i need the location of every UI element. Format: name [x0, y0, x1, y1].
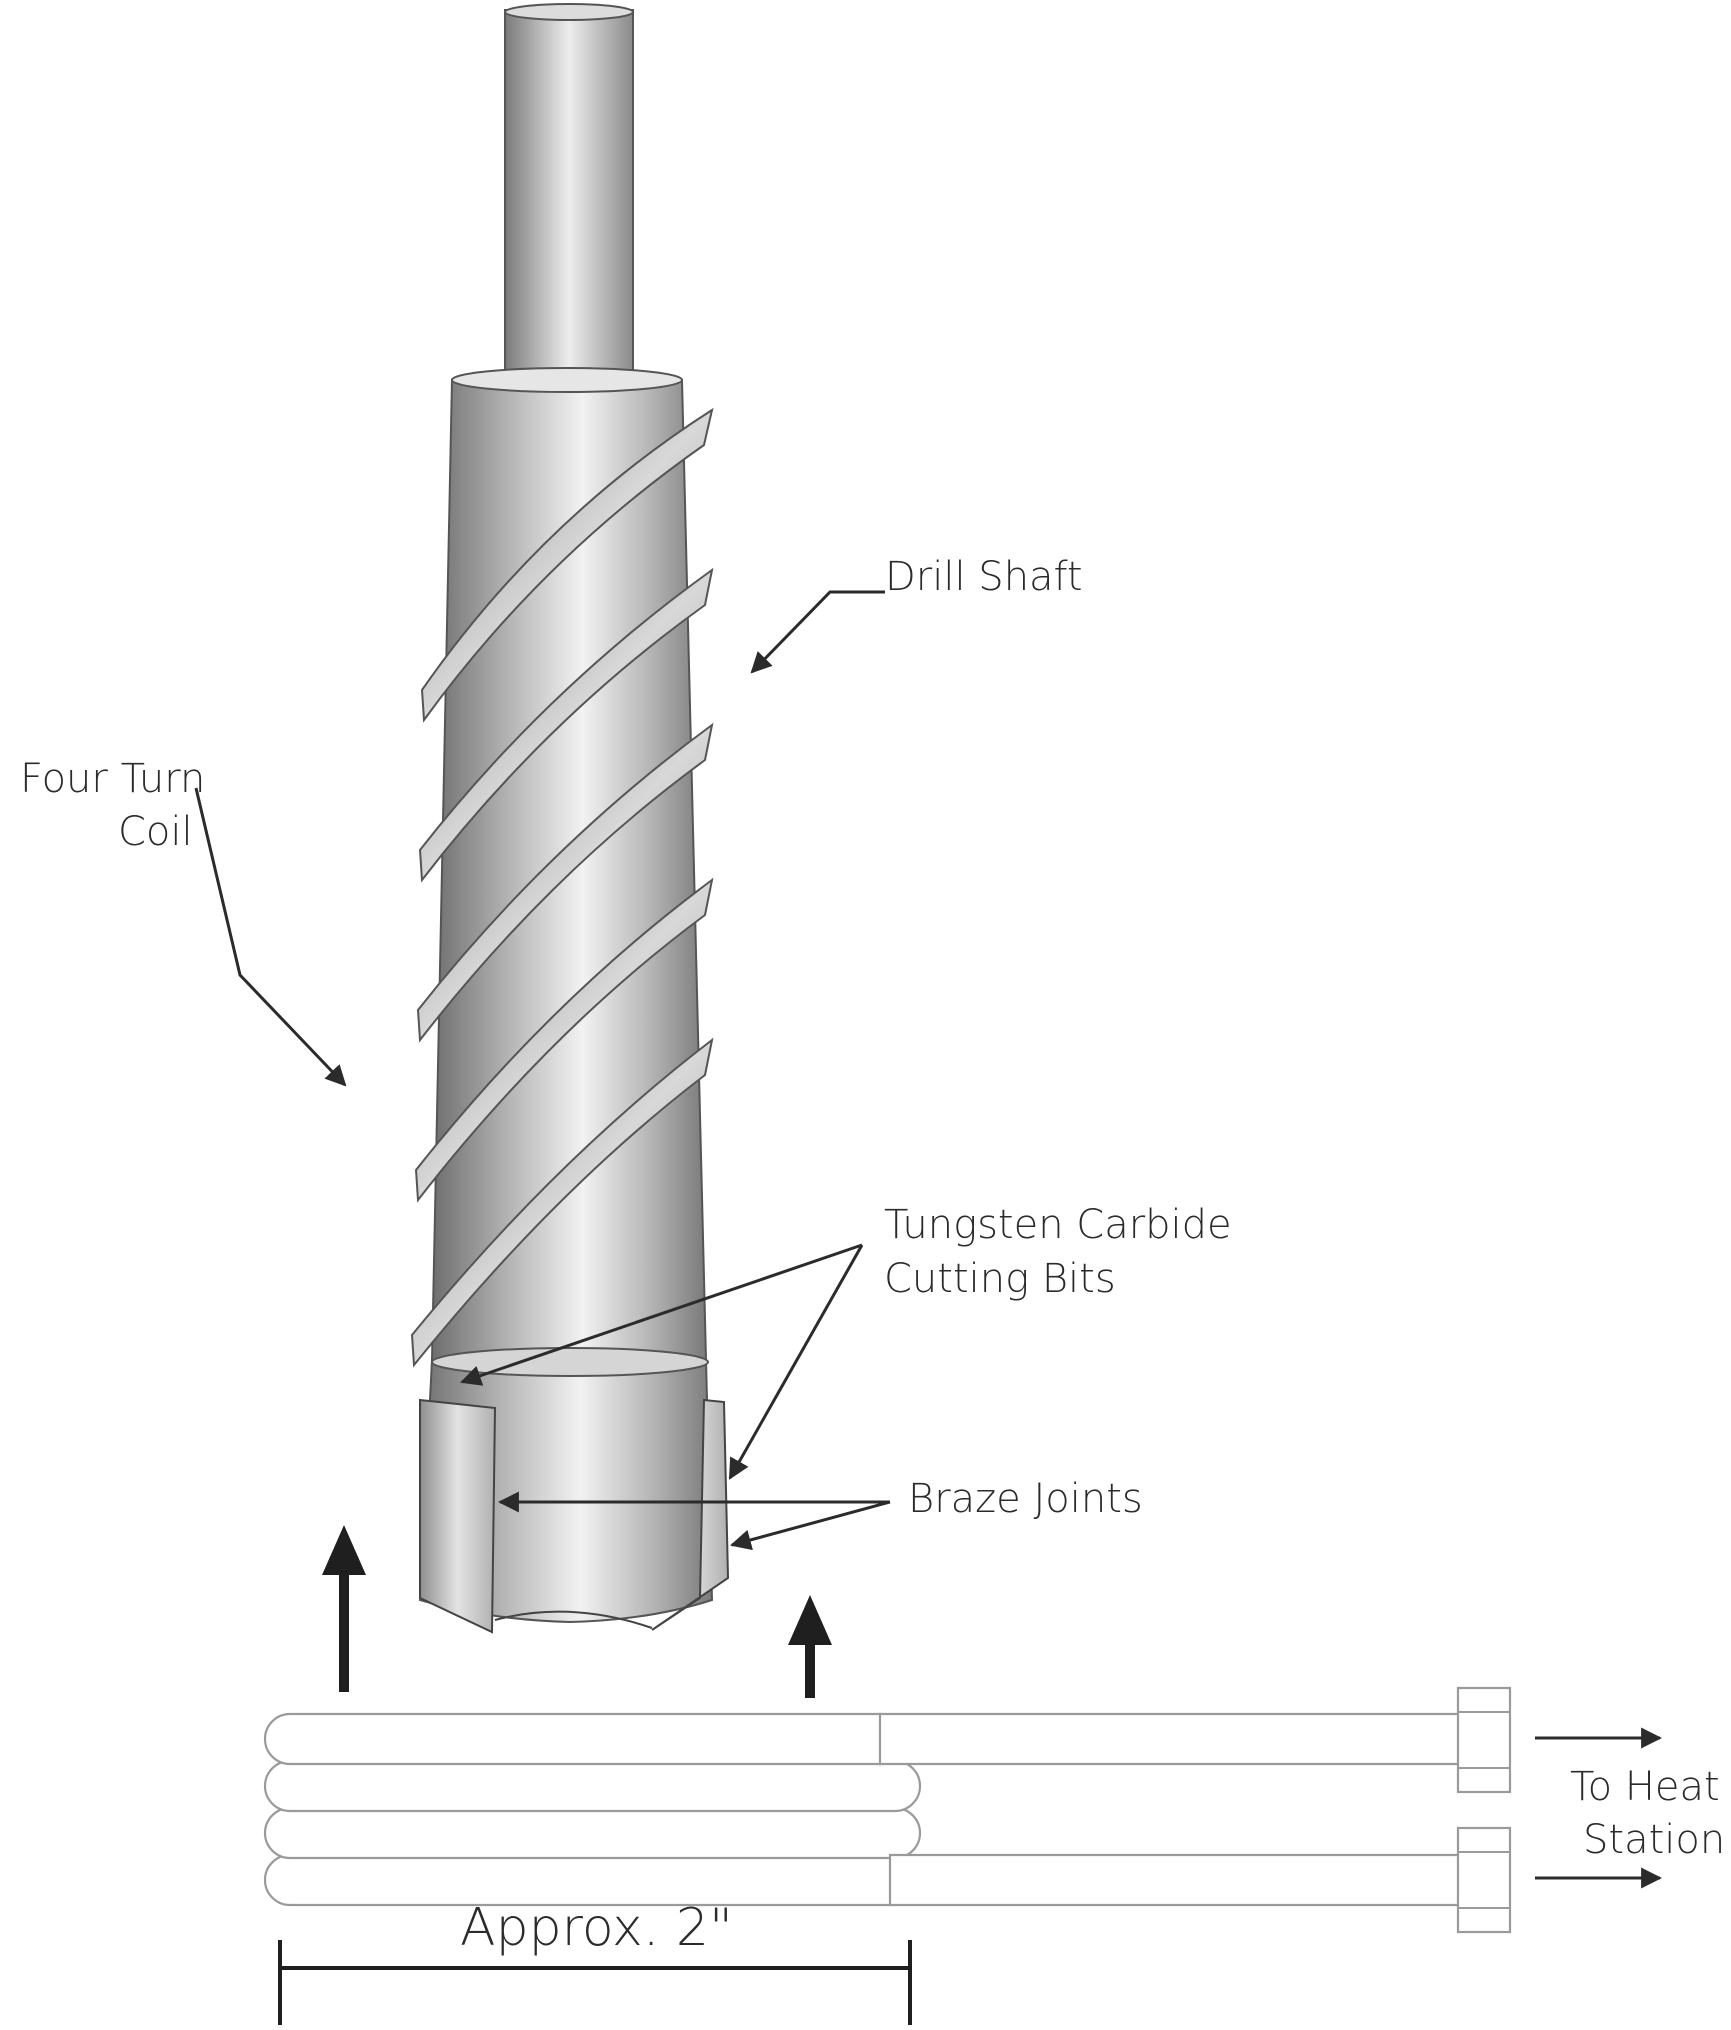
- flute-5: [410, 1037, 714, 1368]
- drill-head-notch: [494, 1610, 653, 1629]
- carbide-bit-right: [651, 1398, 730, 1631]
- carbide-leader-left: [460, 1243, 863, 1386]
- coil-turn-3: [263, 1806, 922, 1860]
- upward-arrow-right-head: [788, 1595, 832, 1645]
- upward-arrow-left-shaft: [339, 1570, 349, 1692]
- drill-head-collar: [431, 1347, 709, 1377]
- label-cutting-bits: Cutting Bits: [884, 1256, 1116, 1302]
- flute-3: [416, 722, 714, 1043]
- induction-coil: [263, 1686, 1512, 1934]
- label-dimension: Approx. 2": [460, 1898, 733, 1958]
- helical-flutes: [410, 407, 714, 1368]
- label-tungsten-carbide: Tungsten Carbide: [884, 1202, 1232, 1248]
- coil-lead-upper: [878, 1712, 1462, 1766]
- carbide-bit-left: [419, 1398, 497, 1634]
- flute-1: [420, 407, 714, 723]
- label-four-turn: Four Turn: [20, 756, 205, 802]
- label-braze-joints: Braze Joints: [908, 1476, 1143, 1522]
- label-station: Station: [1583, 1817, 1725, 1863]
- carbide-leader-right: [728, 1244, 864, 1480]
- flute-4: [414, 877, 714, 1203]
- coil-turn-2: [263, 1759, 922, 1813]
- drill-shank: [504, 9, 634, 381]
- coil-lead-lower: [888, 1853, 1462, 1907]
- label-coil: Coil: [118, 809, 193, 855]
- label-drill-shaft: Drill Shaft: [885, 554, 1083, 600]
- drill-shaft-shoulder: [451, 367, 683, 393]
- coil-leader: [194, 787, 347, 1087]
- upward-arrow-right-shaft: [805, 1640, 815, 1698]
- coil-fitting-upper: [1456, 1686, 1512, 1794]
- drill-shank-top: [504, 3, 634, 21]
- coil-turn-1: [263, 1712, 907, 1766]
- braze-leader-right: [729, 1500, 891, 1551]
- upward-arrow-left-head: [322, 1525, 366, 1575]
- flute-2: [418, 567, 714, 883]
- upward-arrows: [322, 1525, 832, 1698]
- label-to-heat: To Heat: [1570, 1764, 1720, 1810]
- dimension-bracket: [278, 1940, 912, 2025]
- coil-fitting-lower: [1456, 1826, 1512, 1934]
- drill-shaft-leader: [750, 590, 885, 674]
